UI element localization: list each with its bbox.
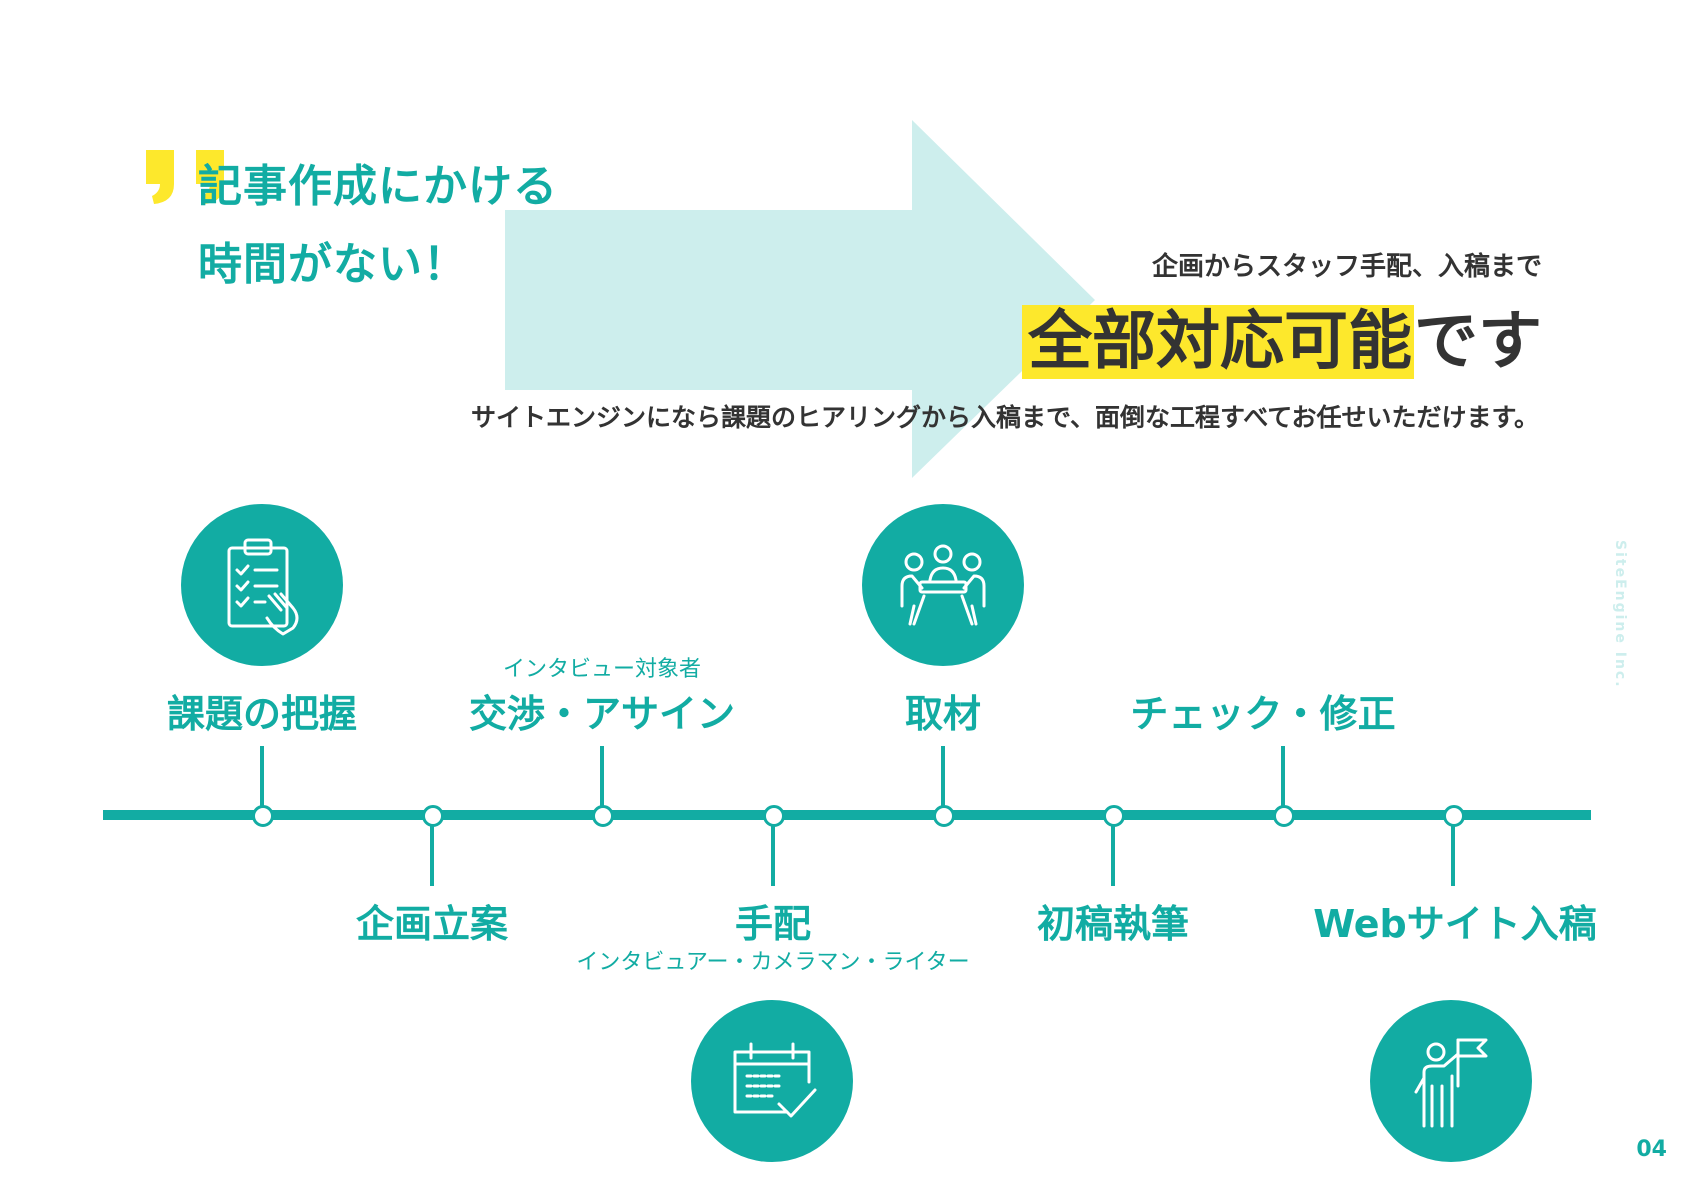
- step-label-1: 課題の把握: [166, 692, 358, 736]
- step-circle-4: [691, 1000, 853, 1162]
- step-label-5: 取材: [904, 692, 982, 736]
- step-circle-8: [1370, 1000, 1532, 1162]
- big-claim-highlight: 全部対応可能: [1022, 305, 1414, 379]
- step-circle-5: [862, 504, 1024, 666]
- timeline-node-4: [763, 805, 785, 827]
- headline-line1: 記事作成にかける: [198, 161, 558, 212]
- meeting-people-icon: [900, 544, 986, 626]
- step-label-2: 企画立案: [355, 902, 509, 946]
- stem-7: [1281, 746, 1285, 812]
- step-label-7: チェック・修正: [1130, 692, 1396, 736]
- watermark: SiteEngine Inc.: [1612, 540, 1628, 689]
- step-label-8: Webサイト入稿: [1313, 902, 1597, 946]
- stem-1: [260, 746, 264, 812]
- timeline-node-7: [1273, 805, 1295, 827]
- step-circle-1: [181, 504, 343, 666]
- timeline-bar: [103, 810, 1591, 820]
- clipboard-checklist-hand-icon: [227, 538, 299, 636]
- stem-2: [430, 818, 434, 886]
- step-label-3: 交渉・アサイン: [468, 692, 736, 736]
- timeline-node-3: [592, 805, 614, 827]
- quote-mark-icon: [146, 150, 224, 204]
- sub-lead: 企画からスタッフ手配、入稿まで: [1151, 252, 1542, 282]
- headline: 記事作成にかける 時間がない！: [198, 148, 558, 304]
- step-note-4: インタビュアー・カメラマン・ライター: [576, 950, 970, 975]
- stem-6: [1111, 818, 1115, 886]
- person-flag-icon: [1414, 1038, 1488, 1128]
- timeline-node-8: [1443, 805, 1465, 827]
- description: サイトエンジンになら課題のヒアリングから入稿まで、面倒な工程すべてお任せいただけ…: [470, 403, 1539, 432]
- stem-5: [941, 746, 945, 812]
- page-number: 04: [1636, 1137, 1667, 1162]
- timeline-node-5: [933, 805, 955, 827]
- big-claim-rest: です: [1414, 305, 1542, 379]
- timeline-node-1: [252, 805, 274, 827]
- stem-4: [771, 818, 775, 886]
- timeline-node-6: [1103, 805, 1125, 827]
- stem-8: [1451, 818, 1455, 886]
- big-claim: 全部対応可能です: [1022, 300, 1542, 384]
- headline-line2: 時間がない！: [198, 239, 468, 290]
- step-note-3: インタビュー対象者: [502, 657, 702, 682]
- step-label-6: 初稿執筆: [1036, 902, 1190, 946]
- calendar-check-icon: [733, 1042, 817, 1118]
- timeline-node-2: [422, 805, 444, 827]
- step-label-4: 手配: [734, 902, 812, 946]
- stem-3: [600, 746, 604, 812]
